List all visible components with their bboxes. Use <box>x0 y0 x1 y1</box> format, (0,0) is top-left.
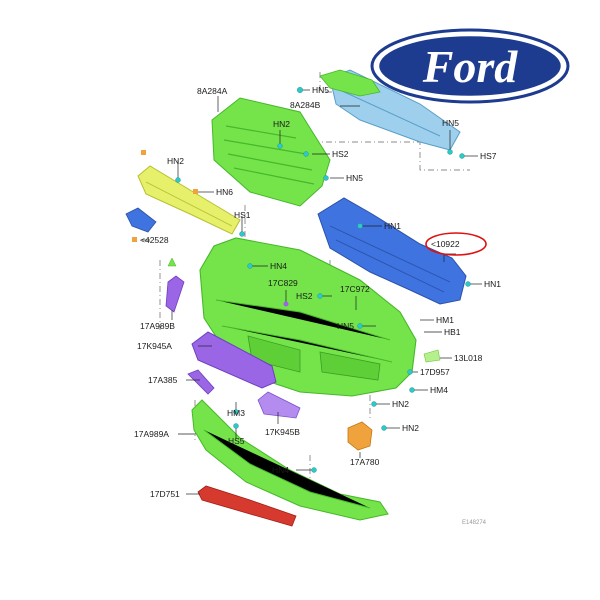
square-clip-icon <box>141 150 146 155</box>
label-hs7[interactable]: HS7 <box>480 151 497 161</box>
label-17d751[interactable]: 17D751 <box>150 489 180 499</box>
label-hn2-left[interactable]: HN2 <box>167 156 184 166</box>
fastener-icon <box>381 425 387 431</box>
label-hm1[interactable]: HM1 <box>436 315 454 325</box>
label-hn2-top[interactable]: HN2 <box>273 119 290 129</box>
part-labels[interactable]: 8A284A HN5 8A284B HN2 HS2 HN5 HN5 HS7 HN… <box>134 85 501 499</box>
fastener-icon <box>317 293 323 299</box>
triangle-clip-icon <box>167 257 177 267</box>
label-hn6[interactable]: HN6 <box>216 187 233 197</box>
fastener-icon <box>311 467 317 473</box>
small-green-tab-part <box>423 349 441 363</box>
label-8a284a[interactable]: 8A284A <box>197 86 228 96</box>
leader-lines <box>142 89 482 495</box>
top-strip-part <box>319 69 381 97</box>
fastener-icon <box>239 231 245 237</box>
label-17a989b[interactable]: 17A989B <box>140 321 175 331</box>
fastener-markers <box>132 86 471 473</box>
purple-grille-insert-part <box>191 331 277 389</box>
label-17a385[interactable]: 17A385 <box>148 375 178 385</box>
label-hn4-upper[interactable]: HN4 <box>270 261 287 271</box>
label-hn2-right-mid[interactable]: HN2 <box>392 399 409 409</box>
label-hn1-lower[interactable]: HN1 <box>484 279 501 289</box>
fastener-icon <box>357 223 363 229</box>
reinforcement-beam-part <box>317 197 467 305</box>
fastener-icon <box>233 409 239 415</box>
fastener-icon <box>303 151 309 157</box>
page-reference-mark: E148274 <box>462 520 487 526</box>
ford-logo: Ford <box>370 28 570 104</box>
small-blue-bracket-part <box>125 207 157 233</box>
label-17c972[interactable]: 17C972 <box>340 284 370 294</box>
label-hn5-top[interactable]: HN5 <box>312 85 329 95</box>
highlight-circle <box>425 232 487 256</box>
fastener-icon <box>283 301 289 307</box>
purple-left-strip-part <box>165 275 185 313</box>
purple-small-bracket-part <box>187 369 215 395</box>
label-17c829[interactable]: 17C829 <box>268 278 298 288</box>
label-hn2-right-low[interactable]: HN2 <box>402 423 419 433</box>
fastener-icon <box>407 369 413 375</box>
fastener-icon <box>233 423 239 429</box>
label-hs2-mid[interactable]: HS2 <box>296 291 313 301</box>
orange-bracket-part <box>347 421 373 451</box>
fastener-icon <box>175 177 181 183</box>
label-hs1[interactable]: HS1 <box>234 210 251 220</box>
label-17k945a[interactable]: 17K945A <box>137 341 172 351</box>
label-42528[interactable]: <42528 <box>140 235 169 245</box>
fastener-icon <box>277 143 283 149</box>
fastener-icon <box>409 387 415 393</box>
fastener-icon <box>297 86 304 93</box>
label-17d957[interactable]: 17D957 <box>420 367 450 377</box>
label-8a284b[interactable]: 8A284B <box>290 100 321 110</box>
label-13l018[interactable]: 13L018 <box>454 353 483 363</box>
label-hn5-right[interactable]: HN5 <box>442 118 459 128</box>
fastener-icon <box>323 175 329 181</box>
label-10922[interactable]: <10922 <box>431 239 460 249</box>
label-hs5[interactable]: HS5 <box>228 436 245 446</box>
ford-logo-text: Ford <box>422 41 519 92</box>
label-hn5-mid[interactable]: HN5 <box>346 173 363 183</box>
lower-valance-part <box>191 399 389 521</box>
fastener-icon <box>465 281 471 287</box>
fastener-icon <box>371 401 377 407</box>
fastener-icon <box>447 149 453 155</box>
label-hm4[interactable]: HM4 <box>430 385 448 395</box>
fastener-icon <box>247 263 253 269</box>
square-clip-icon <box>132 237 137 242</box>
purple-lower-insert-part <box>257 391 301 419</box>
label-hn1-upper[interactable]: HN1 <box>384 221 401 231</box>
fastener-icon <box>459 153 465 159</box>
label-hs2-top[interactable]: HS2 <box>332 149 349 159</box>
label-hm3[interactable]: HM3 <box>227 408 245 418</box>
red-lower-strip-part <box>197 485 297 527</box>
label-17a989a[interactable]: 17A989A <box>134 429 169 439</box>
fastener-icon <box>357 323 363 329</box>
upper-grille-part <box>211 97 331 207</box>
square-clip-icon <box>193 189 198 194</box>
label-hn4-lower[interactable]: HN4 <box>272 465 289 475</box>
label-hn5-lower[interactable]: HN5 <box>337 321 354 331</box>
label-17a780[interactable]: 17A780 <box>350 457 380 467</box>
label-hb1[interactable]: HB1 <box>444 327 461 337</box>
yellow-trim-bar-part <box>137 165 241 235</box>
label-17k945b[interactable]: 17K945B <box>265 427 300 437</box>
